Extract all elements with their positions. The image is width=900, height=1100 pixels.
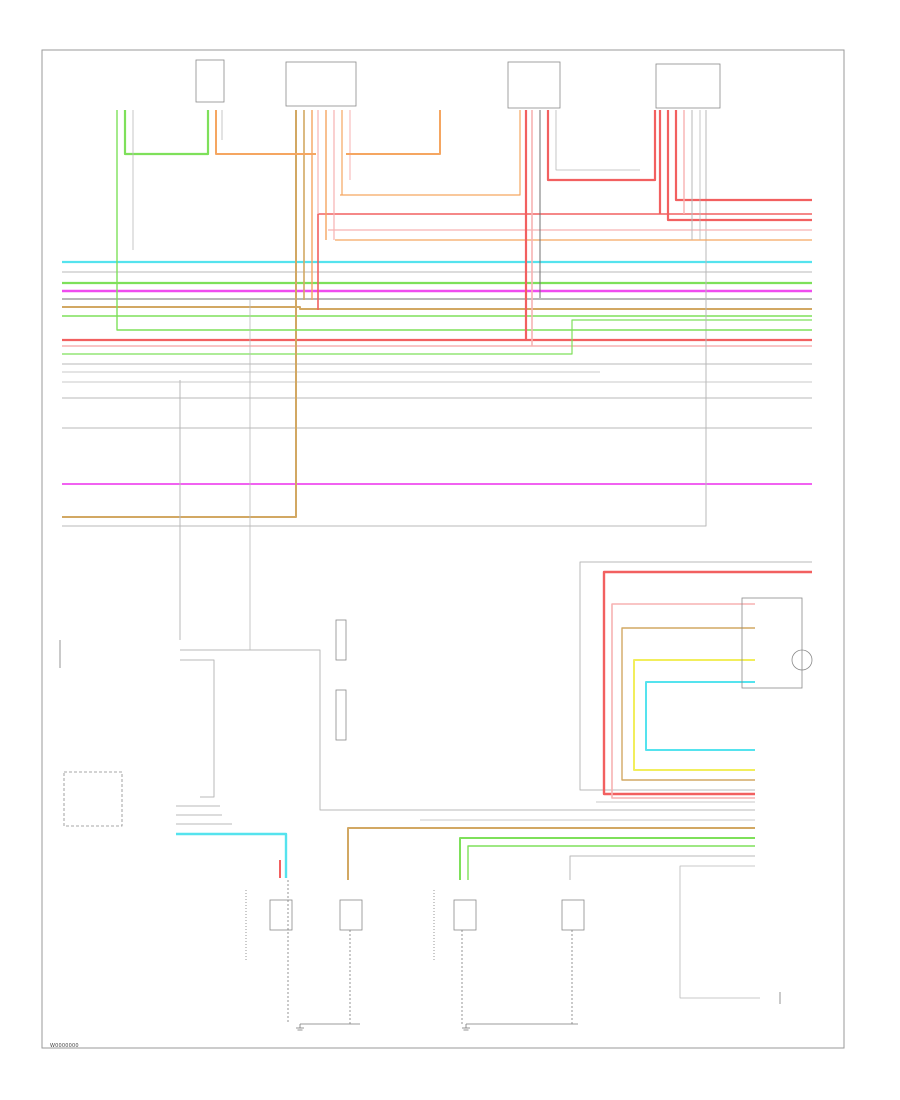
wire-51 (645, 681, 755, 751)
wire-50 (633, 659, 755, 771)
wire-65 (176, 832, 288, 878)
wire-21 (340, 110, 521, 196)
relay-module-right (655, 63, 721, 109)
wire-41 (666, 110, 812, 222)
switch-1 (269, 899, 293, 931)
wire-58 (569, 855, 755, 880)
diagram-reference-code: W0000000 (50, 1043, 79, 1049)
wire-9 (62, 319, 812, 355)
wire-46 (579, 561, 812, 791)
wire-30 (123, 110, 210, 156)
wire-33 (346, 110, 441, 155)
wire-61 (180, 659, 215, 798)
switch-4 (561, 899, 585, 931)
wire-16 (62, 110, 297, 518)
switch-3 (453, 899, 477, 931)
controller-box-left (63, 771, 123, 827)
wire-55 (347, 827, 755, 880)
wire-17 (62, 110, 707, 527)
wire-39 (555, 110, 640, 171)
wire-49 (621, 627, 755, 781)
wire-53 (180, 649, 755, 811)
wire-42 (674, 110, 812, 202)
wire-29 (116, 110, 812, 331)
wire-57 (467, 845, 755, 880)
wire-32 (215, 110, 316, 155)
wire-59 (679, 865, 760, 999)
engine-control-module-top (507, 61, 561, 109)
fuse-block-connector (285, 61, 357, 107)
wire-56 (459, 837, 755, 880)
wire-47 (602, 570, 812, 796)
component-symbols (59, 59, 813, 1031)
wire-5 (62, 306, 812, 310)
relay-module-left (195, 59, 225, 103)
actuator-group-right (741, 597, 803, 689)
switch-2 (339, 899, 363, 931)
wire-38 (546, 110, 657, 182)
wire-harness (62, 110, 812, 999)
wire-48 (611, 603, 755, 799)
diagram-border (41, 49, 845, 1049)
sensor-switch-a (335, 619, 347, 661)
sensor-switch-b (335, 689, 347, 741)
